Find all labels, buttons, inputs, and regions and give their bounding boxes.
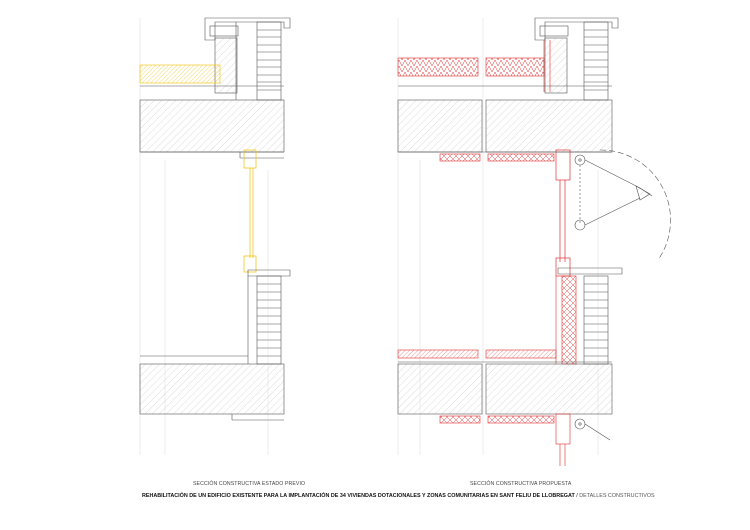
slab-upper	[139, 85, 285, 159]
new-window	[555, 149, 571, 277]
existing-roof-layer	[139, 64, 221, 84]
existing-window	[243, 149, 257, 273]
brick-wall-lower	[247, 275, 282, 365]
brick-wall-upper	[256, 21, 282, 101]
sheet-title-main: REHABILITACIÓN DE UN EDIFICIO EXISTENTE …	[142, 493, 575, 499]
insulated-wall	[555, 275, 609, 365]
sheet-title-separator: /	[574, 493, 580, 499]
parapet-cornice-proposal	[534, 17, 619, 101]
section-proposal	[397, 17, 671, 466]
section-existing	[139, 17, 291, 455]
caption-existing: SECCIÓN CONSTRUCTIVA ESTADO PREVIO	[193, 481, 306, 487]
ceiling-insulation	[439, 153, 555, 162]
sheet-title: REHABILITACIÓN DE UN EDIFICIO EXISTENTE …	[142, 493, 655, 499]
window-sill	[247, 269, 291, 277]
caption-proposal: SECCIÓN CONSTRUCTIVA PROPUESTA	[470, 481, 572, 487]
parapet-cornice	[204, 17, 291, 100]
window-sill-proposal	[557, 267, 623, 275]
slab-lower-proposal	[397, 349, 613, 424]
new-roof-layers	[397, 40, 551, 92]
slab-lower	[139, 355, 285, 421]
shutter-pivot-upper	[574, 149, 671, 261]
shutter-pivot-lower	[555, 413, 611, 466]
slab-upper-proposal	[397, 85, 613, 153]
sheet-title-sub: DETALLES CONSTRUCTIVOS	[579, 493, 655, 499]
